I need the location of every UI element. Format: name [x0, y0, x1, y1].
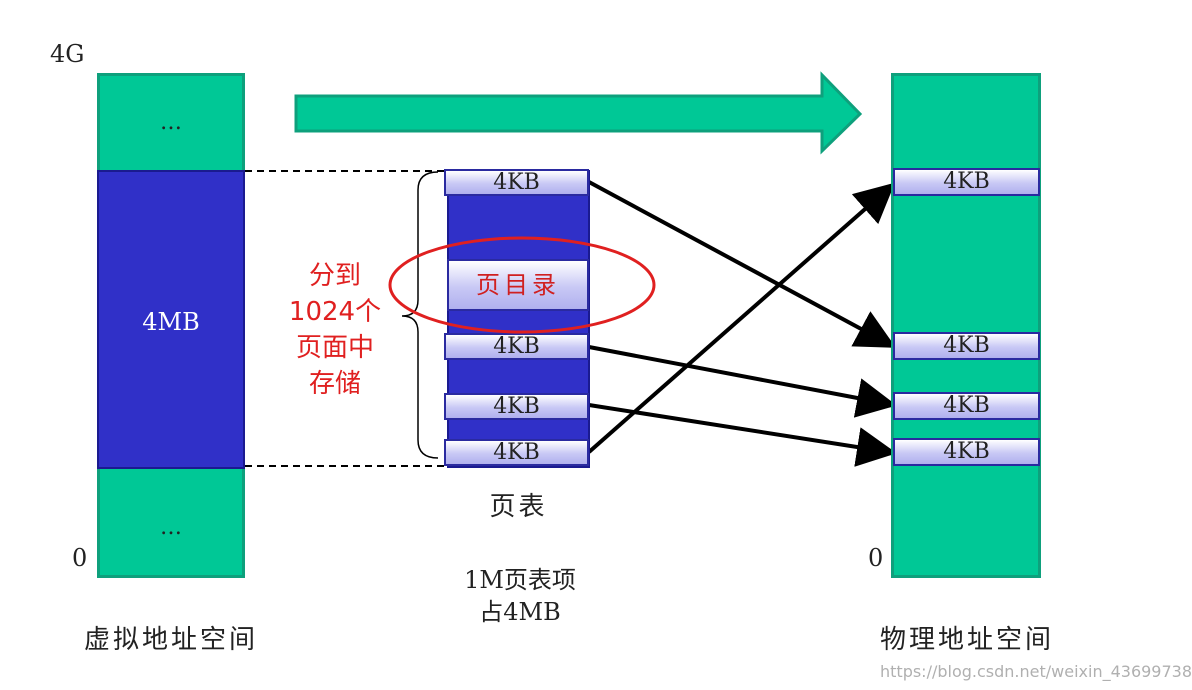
virtual-lower-ellipsis: …	[160, 515, 182, 540]
brace	[401, 171, 439, 459]
page-table-note-line2: 占4MB	[479, 598, 561, 626]
page-directory-entry: 页目录	[447, 259, 589, 311]
physical-frame-3: 4KB	[893, 392, 1040, 420]
page-table-caption: 页表	[489, 492, 548, 522]
physical-frame-2: 4KB	[893, 332, 1040, 360]
page-table-entry-1: 4KB	[444, 169, 589, 196]
annotation-line-2: 1024个	[288, 297, 382, 327]
map-arrow-2	[588, 345, 897, 418]
page-table-entry-4: 4KB	[444, 439, 589, 466]
annotation-line-3: 页面中	[295, 333, 374, 363]
virtual-bottom-label: 0	[72, 544, 88, 572]
page-table-note-line1: 1M页表项	[464, 566, 576, 594]
physical-caption: 物理地址空间	[880, 625, 1055, 655]
annotation-text: 分到 1024个 页面中 存储	[270, 258, 400, 402]
virtual-4mb-block	[97, 170, 245, 469]
map-arrow-1	[588, 180, 897, 348]
physical-address-column	[891, 73, 1041, 578]
physical-frame-1: 4KB	[893, 168, 1040, 196]
physical-frame-4: 4KB	[893, 438, 1040, 466]
page-table-entry-2: 4KB	[444, 333, 589, 360]
page-table-column	[447, 170, 590, 468]
physical-bottom-label: 0	[868, 544, 884, 572]
virtual-4mb-label: 4MB	[142, 308, 200, 336]
annotation-line-4: 存储	[308, 369, 361, 399]
annotation-line-1: 分到	[308, 261, 361, 291]
virtual-upper-ellipsis: …	[160, 110, 182, 135]
virtual-caption: 虚拟地址空间	[84, 625, 259, 655]
page-table-entry-3: 4KB	[444, 393, 589, 420]
map-arrow-4	[587, 182, 896, 454]
watermark: https://blog.csdn.net/weixin_43699738	[880, 662, 1192, 681]
big-arrow-right	[294, 71, 863, 155]
diagram-lines	[245, 71, 897, 467]
virtual-top-label: 4G	[50, 40, 85, 68]
map-arrow-3	[588, 403, 897, 467]
